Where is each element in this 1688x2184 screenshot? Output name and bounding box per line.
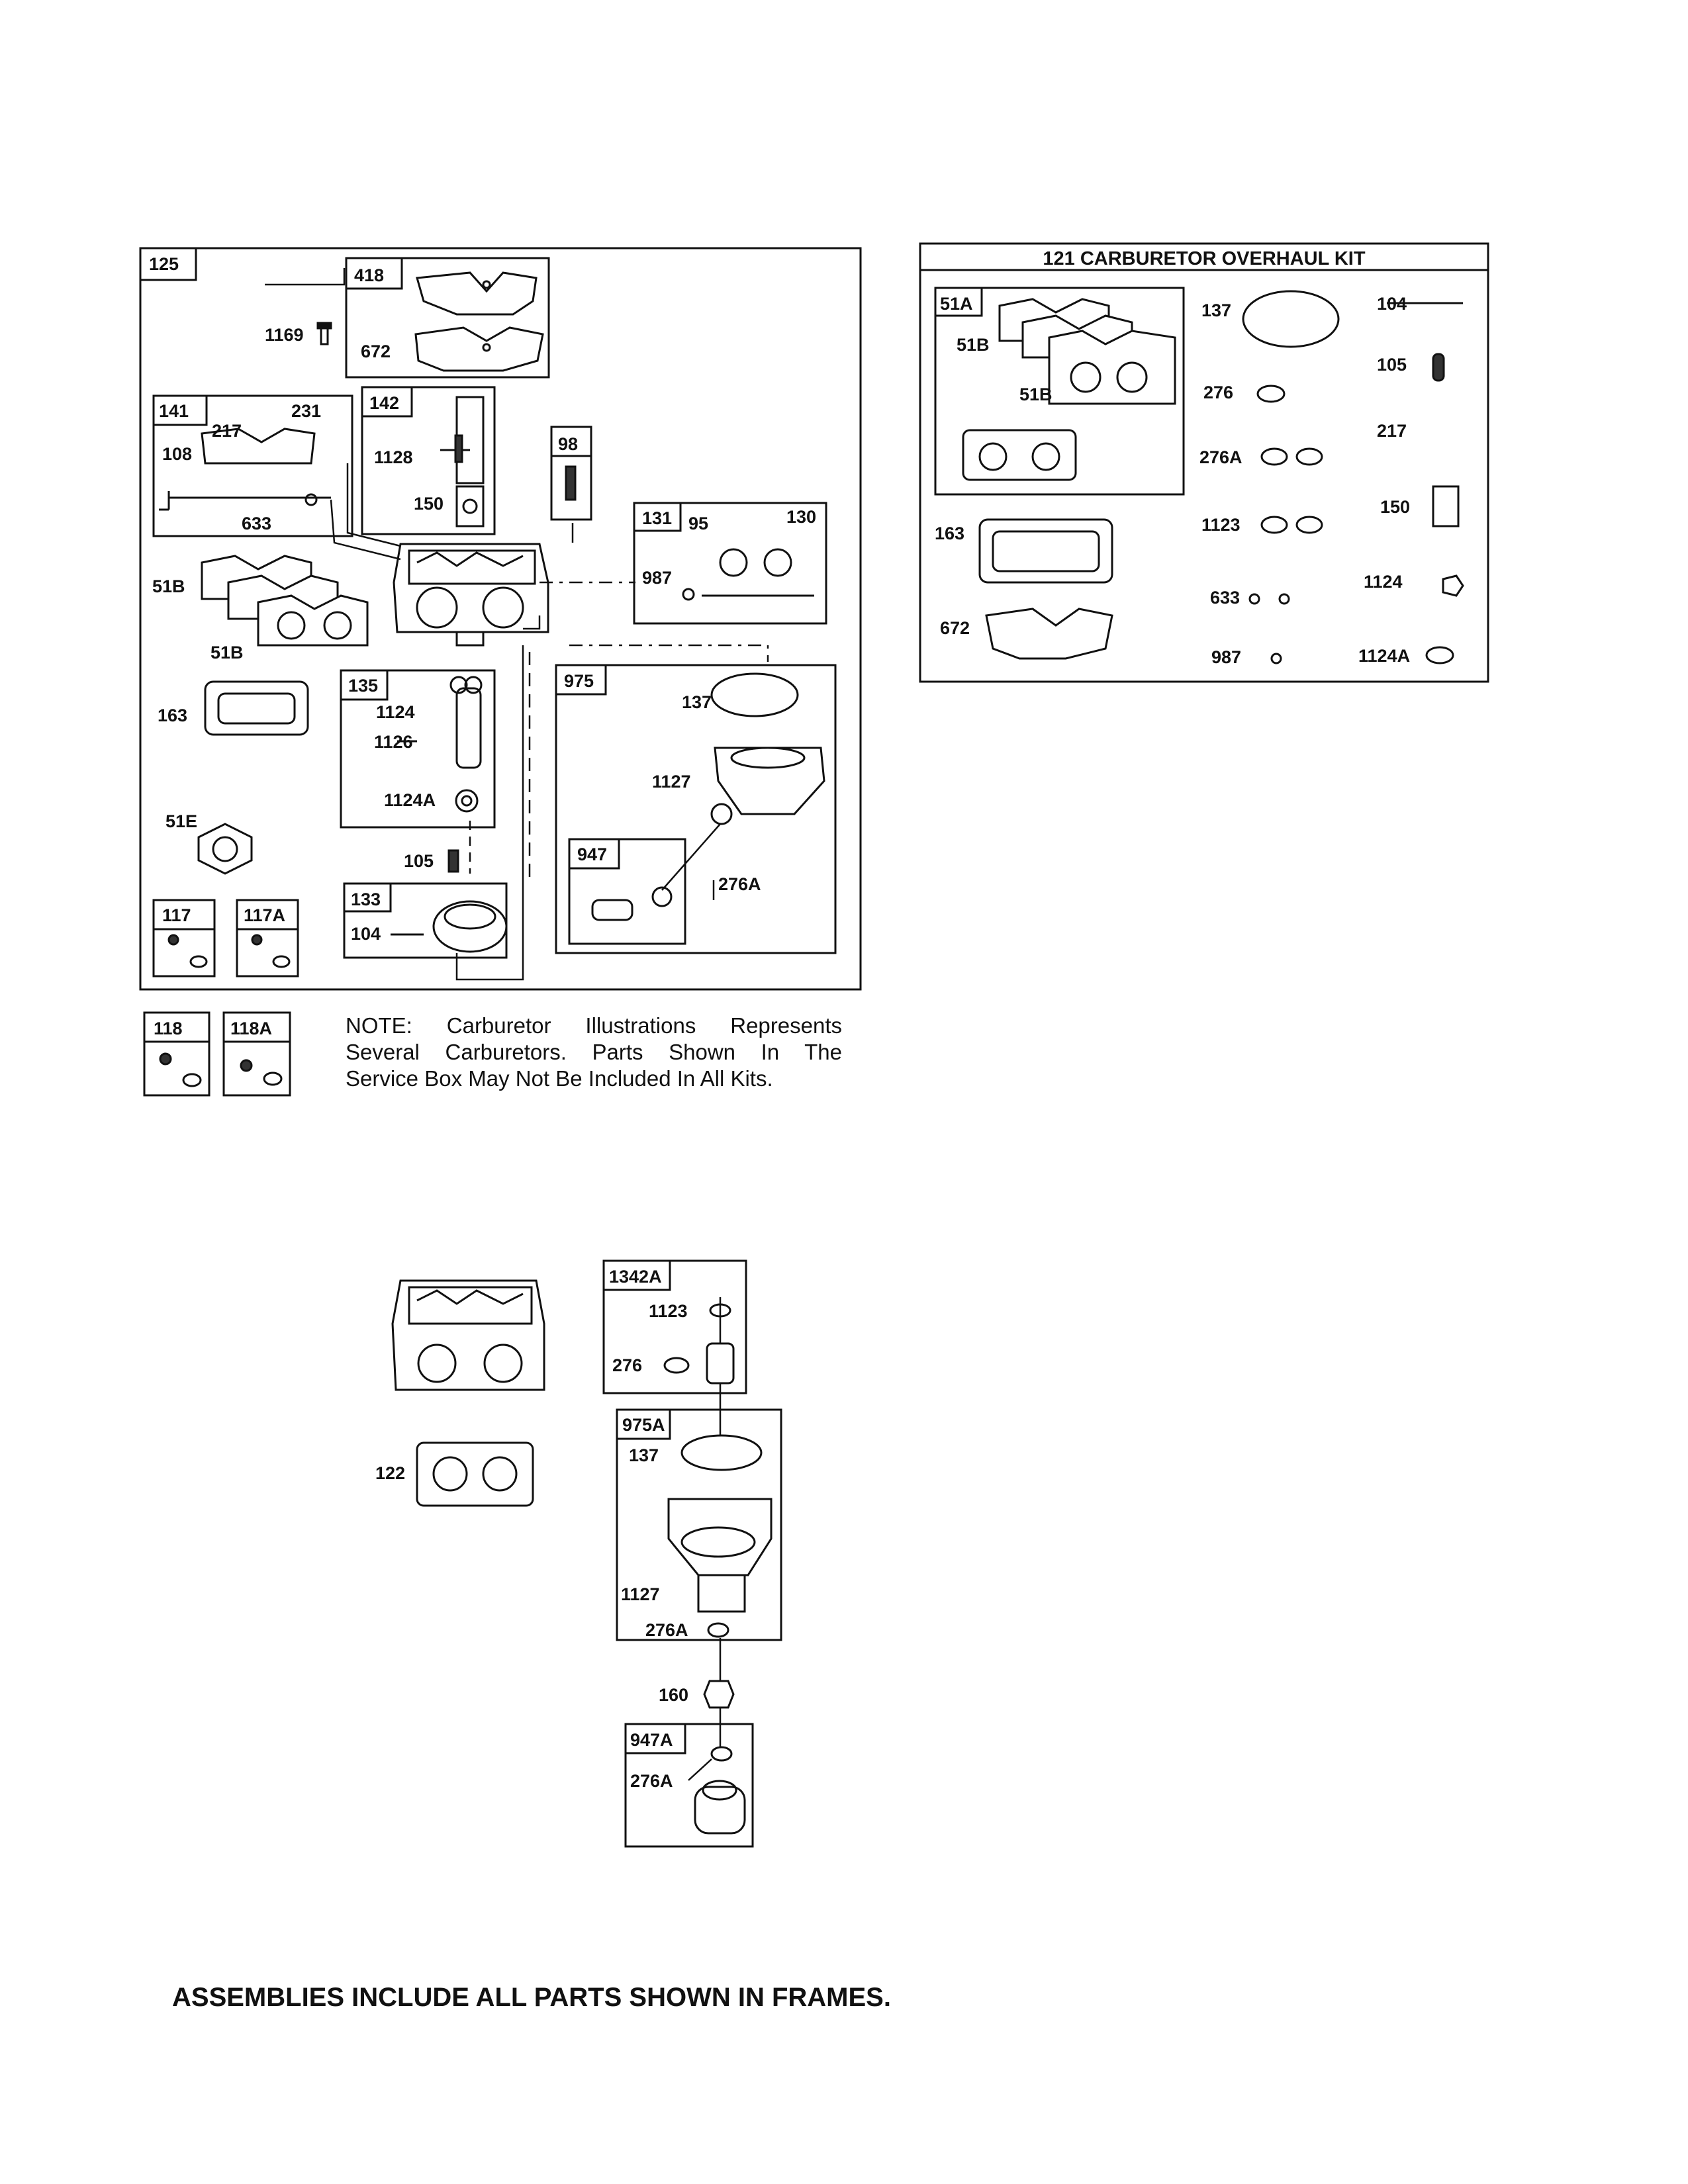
lower-label-160: 160 [659,1685,688,1705]
ok-label-276: 276 [1203,383,1233,402]
frame-label-125: 125 [149,254,179,274]
label-51b-b: 51B [211,643,244,662]
note-line-2: Several Carburetors. Parts Shown In The [346,1040,842,1064]
label-130: 130 [786,507,816,527]
label-108: 108 [162,444,192,464]
frame-label-947a: 947A [630,1730,673,1750]
frame-label-975: 975 [564,671,594,691]
frame-label-141: 141 [159,401,189,421]
screw-1169-icon [316,322,332,345]
ok-label-1124: 1124 [1364,572,1403,592]
frame-label-118: 118 [154,1019,183,1038]
choke-kit-131 [633,502,827,625]
frame-label-133: 133 [351,889,381,909]
gasket-163-main [204,680,309,736]
lower-label-276a-b: 276A [630,1771,673,1791]
ok-label-163: 163 [935,523,964,543]
ok-label-987: 987 [1211,647,1241,667]
label-1124a: 1124A [384,790,436,810]
fuel-bowl-kit-975 [555,664,837,954]
frame-label-947: 947 [577,844,607,864]
gasket-51e [197,823,253,875]
lower-label-122: 122 [375,1463,405,1483]
carburetor-note: NOTE: Carburetor Illustrations Represent… [346,1013,842,1092]
label-95: 95 [688,514,708,533]
assemblies-footer-note: ASSEMBLIES INCLUDE ALL PARTS SHOWN IN FR… [172,1983,891,2012]
needle-105-icon [447,849,459,873]
ok-label-51b-b: 51B [1019,385,1053,404]
carburetor-body-icon [393,543,549,647]
kit-117 [152,899,216,978]
ok-label-1123: 1123 [1201,515,1241,535]
label-137: 137 [682,692,712,712]
label-1127: 1127 [652,772,691,792]
lower-label-276: 276 [612,1355,642,1375]
note-line-3: Service Box May Not Be Included In All K… [346,1066,773,1091]
ok-label-104: 104 [1377,294,1407,314]
overhaul-kit-frame [919,242,1489,683]
ok-label-51b-a: 51B [957,335,990,355]
throttle-plate-kit-142 [361,386,496,535]
kit-118a [222,1011,291,1097]
float-kit-135 [340,669,496,829]
ok-label-105: 105 [1377,355,1407,375]
frame-label-131: 131 [642,508,672,528]
ok-label-137: 137 [1201,300,1231,320]
ok-label-217: 217 [1377,421,1407,441]
kit-117a [236,899,299,978]
label-672: 672 [361,341,391,361]
label-276a: 276A [718,874,761,894]
lower-assembly [391,1259,782,1848]
ok-label-150: 150 [1380,497,1410,517]
ok-label-633: 633 [1210,588,1240,608]
label-150: 150 [414,494,444,514]
kit-118 [143,1011,211,1097]
frame-label-142: 142 [369,393,399,413]
frame-label-118a: 118A [230,1019,272,1038]
lower-label-137: 137 [629,1445,659,1465]
jet-kit-98 [550,426,592,521]
throttle-shaft-kit-141 [152,394,353,537]
ok-label-276a: 276A [1199,447,1243,467]
frame-label-117a: 117A [244,905,285,925]
label-1126: 1126 [374,732,413,752]
note-line-1: NOTE: Carburetor Illustrations Represent… [346,1013,842,1038]
label-104: 104 [351,924,381,944]
ok-frame-label-51a: 51A [940,294,973,314]
lower-label-1123: 1123 [649,1301,688,1321]
frame-label-1342a: 1342A [609,1267,662,1287]
lower-label-276a-a: 276A [645,1620,688,1640]
label-51e: 51E [165,811,197,831]
label-1128: 1128 [374,447,413,467]
label-1169: 1169 [265,325,304,345]
label-1124: 1124 [376,702,415,722]
label-633: 633 [242,514,271,533]
frame-label-117: 117 [162,905,191,925]
ok-label-672: 672 [940,618,970,638]
frame-label-418: 418 [354,265,384,285]
bowl-kit-133 [343,882,508,959]
gasket-kit-418 [345,257,550,379]
frame-label-98: 98 [558,434,578,454]
label-163: 163 [158,705,187,725]
overhaul-kit-title: 121 CARBURETOR OVERHAUL KIT [1043,248,1365,269]
gaskets-51b-main [201,555,369,647]
label-105: 105 [404,851,434,871]
label-987: 987 [642,568,672,588]
label-51b-a: 51B [152,576,185,596]
main-assembly-frame [139,247,862,991]
ok-label-1124a: 1124A [1358,646,1410,666]
frame-label-135: 135 [348,676,378,696]
frame-label-975a: 975A [622,1415,665,1435]
lower-label-1127: 1127 [621,1584,660,1604]
connector-lines-main [265,268,769,981]
label-231: 231 [291,401,321,421]
label-217: 217 [212,421,242,441]
